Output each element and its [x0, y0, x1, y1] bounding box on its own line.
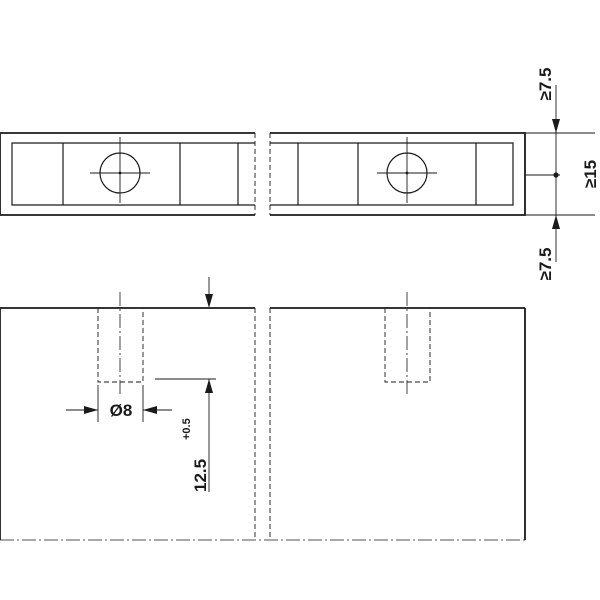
edge-distance-dimensions: ≥7.5 ≥15 ≥7.5: [536, 68, 600, 281]
top-view: [0, 132, 595, 216]
panel-thickness-label: ≥15: [581, 160, 600, 188]
drill-depth-tolerance-label: +0.5: [181, 418, 193, 440]
front-view-left-drill-hole: [97, 308, 144, 383]
top-view-right-part: [269, 132, 526, 216]
front-view-right-drill-hole: [384, 308, 431, 383]
drill-depth-dimension: 12.5 +0.5: [155, 378, 216, 492]
hole-diameter-label: Ø8: [110, 401, 133, 420]
edge-distance-top-label: ≥7.5: [536, 68, 555, 101]
front-view-right-part: [269, 292, 526, 540]
edge-distance-bottom-label: ≥7.5: [536, 248, 555, 281]
top-view-left-part: [0, 132, 256, 216]
front-view-left-part: [0, 292, 256, 540]
front-view: [0, 277, 526, 541]
hole-diameter-dimension: Ø8: [66, 385, 172, 422]
drill-depth-label: 12.5: [191, 459, 210, 492]
